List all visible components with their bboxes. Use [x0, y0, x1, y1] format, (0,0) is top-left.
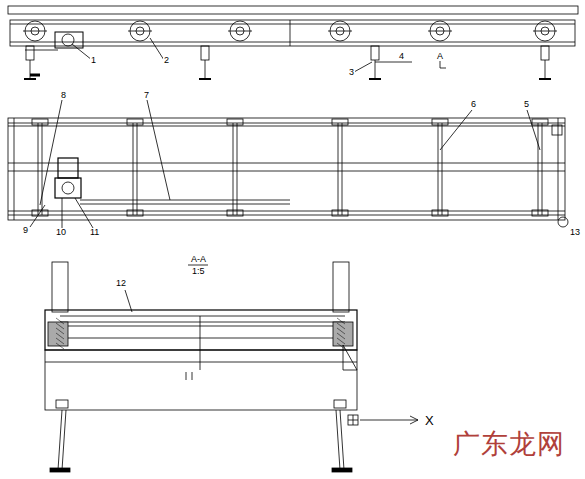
- callout-number: 4: [398, 52, 405, 61]
- drawing-stroke: [371, 46, 379, 60]
- drawing-stroke: [38, 123, 39, 215]
- drawing-stroke: [237, 123, 238, 215]
- scale-label: 1:5: [191, 267, 206, 276]
- drawing-stroke: [205, 60, 206, 78]
- drawing-stroke: [328, 31, 352, 32]
- callout-number: 5: [523, 100, 530, 109]
- drawing-stroke: [532, 119, 548, 125]
- callout-number: 8: [60, 91, 67, 100]
- drawing-stroke: [227, 119, 243, 125]
- drawing-stroke: [337, 338, 345, 344]
- callout-number: 11: [89, 228, 100, 237]
- drawing-stroke: [337, 323, 345, 329]
- callout-number: 13: [569, 228, 581, 237]
- drawing-stroke: [42, 123, 43, 215]
- drawing-stroke: [369, 78, 381, 80]
- drawing-stroke: [128, 31, 152, 32]
- drawing-stroke: [233, 123, 234, 215]
- side-view: [8, 6, 578, 75]
- drawing-stroke: [56, 318, 64, 324]
- drawing-stroke: [127, 210, 143, 216]
- drawing-stroke: [541, 46, 549, 60]
- watermark: 广东龙网: [452, 430, 566, 457]
- drawing-stroke: [199, 78, 211, 80]
- drawing-stroke: [442, 123, 443, 215]
- drawing-stroke: [56, 328, 64, 334]
- drawing-stroke: [539, 78, 551, 80]
- drawing-stroke: [338, 123, 339, 215]
- drawing-stroke: [533, 31, 557, 32]
- callout-number: 3: [348, 68, 355, 77]
- drawing-stroke: [32, 119, 48, 125]
- callout-number: 1: [90, 56, 97, 65]
- callout-number: 9: [22, 226, 29, 235]
- drawing-stroke: [532, 210, 548, 216]
- callout-number: 7: [143, 91, 150, 100]
- drawing-stroke: [137, 123, 138, 215]
- callout-number: 10: [55, 228, 67, 237]
- top-view: [8, 118, 568, 227]
- drawing-stroke: [56, 338, 64, 344]
- drawing-stroke: [56, 343, 64, 349]
- drawing-stroke: [56, 323, 64, 329]
- axis-label: X: [424, 414, 435, 427]
- drawing-stroke: [337, 333, 345, 339]
- drawing-stroke: [227, 210, 243, 216]
- drawing-stroke: [428, 31, 452, 32]
- drawing-stroke: [23, 31, 47, 32]
- drawing-stroke: [56, 333, 64, 339]
- callout-number: 2: [163, 56, 170, 65]
- drawing-stroke: [337, 328, 345, 334]
- drawing-stroke: [32, 210, 48, 216]
- drawing-stroke: [432, 119, 448, 125]
- leader-lines: [30, 38, 540, 312]
- drawing-stroke: [337, 318, 345, 324]
- callout-number: 6: [470, 100, 477, 109]
- drawing-stroke: [24, 78, 36, 80]
- section-view: [45, 262, 418, 472]
- repeated-parts: [23, 21, 557, 349]
- drawing-stroke: [375, 60, 376, 78]
- drawing-stroke: [26, 46, 34, 60]
- section-mark: A: [436, 52, 444, 61]
- drawing-stroke: [332, 210, 348, 216]
- drawing-stroke: [228, 31, 252, 32]
- drawing-stroke: [538, 123, 539, 215]
- drawing-stroke: [201, 46, 209, 60]
- drawing-stroke: [332, 119, 348, 125]
- drawing-stroke: [337, 343, 345, 349]
- section-title: A-A: [190, 255, 207, 264]
- drawing-stroke: [133, 123, 134, 215]
- drawing-stroke: [438, 123, 439, 215]
- drawing-stroke: [30, 60, 31, 78]
- drawing-stroke: [542, 123, 543, 215]
- drawing-stroke: [432, 210, 448, 216]
- drawing-stroke: [545, 60, 546, 78]
- callout-number: 12: [115, 279, 127, 288]
- drawing-stroke: [342, 123, 343, 215]
- drawing-stroke: [127, 119, 143, 125]
